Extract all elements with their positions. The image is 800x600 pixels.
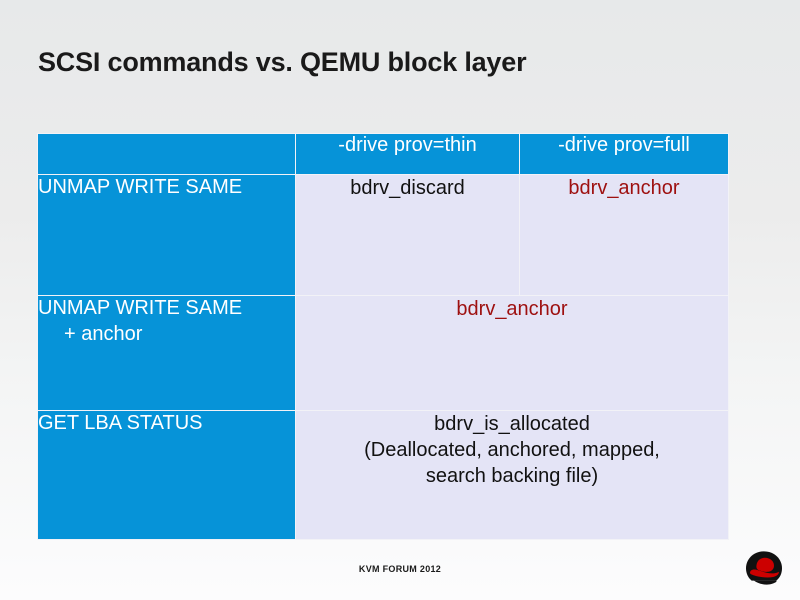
table-row: UNMAP WRITE SAME bdrv_discard bdrv_ancho… xyxy=(37,174,729,296)
cell-line: bdrv_is_allocated xyxy=(434,413,590,435)
footer-event-label: KVM FORUM 2012 xyxy=(358,564,442,574)
row-label-line: + anchor xyxy=(64,322,143,345)
row-label-line: UNMAP xyxy=(38,297,110,319)
page-title: SCSI commands vs. QEMU block layer xyxy=(38,47,527,77)
cell-spanned-bdrv-is-allocated: bdrv_is_allocated (Deallocated, anchored… xyxy=(295,410,729,540)
table-header-cell-blank xyxy=(37,133,296,175)
row-label-unmap-write-same-anchor: UNMAP WRITE SAME + anchor xyxy=(37,295,296,411)
row-label-line: WRITE SAME xyxy=(115,297,243,319)
table-header-cell-thin: -drive prov=thin xyxy=(295,133,520,175)
row-label-get-lba-status: GET LBA STATUS xyxy=(37,410,296,540)
cell-spanned-bdrv-anchor: bdrv_anchor xyxy=(295,295,729,411)
red-hat-shadowman-logo xyxy=(742,549,786,589)
row-label-line: WRITE SAME xyxy=(115,176,243,198)
comparison-table-container: -drive prov=thin -drive prov=full UNMAP … xyxy=(37,133,729,540)
table-row: UNMAP WRITE SAME + anchor bdrv_anchor xyxy=(37,295,729,411)
cell-thin-bdrv-discard: bdrv_discard xyxy=(295,174,520,296)
comparison-table: -drive prov=thin -drive prov=full UNMAP … xyxy=(37,133,729,540)
cell-line: search backing file) xyxy=(425,465,599,487)
row-label-unmap-write-same: UNMAP WRITE SAME xyxy=(37,174,296,296)
row-label-line: GET LBA STATUS xyxy=(38,412,203,434)
row-label-line: UNMAP xyxy=(38,176,110,198)
cell-full-bdrv-anchor: bdrv_anchor xyxy=(519,174,729,296)
table-header-row: -drive prov=thin -drive prov=full xyxy=(37,133,729,175)
table-row: GET LBA STATUS bdrv_is_allocated (Deallo… xyxy=(37,410,729,540)
table-header-cell-full: -drive prov=full xyxy=(519,133,729,175)
cell-line: (Deallocated, anchored, mapped, xyxy=(364,439,660,461)
